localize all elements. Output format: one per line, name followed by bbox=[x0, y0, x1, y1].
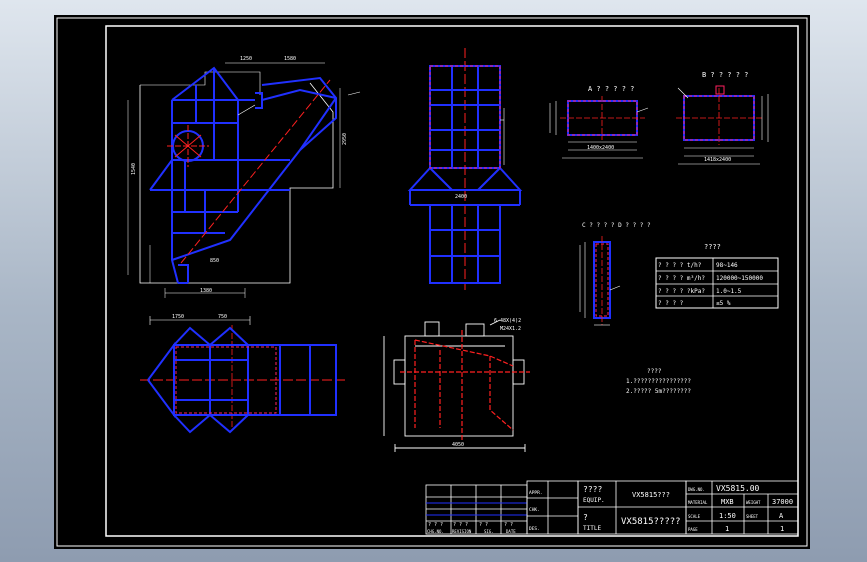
weight-value: 37000 bbox=[772, 498, 793, 506]
outer-border bbox=[56, 17, 808, 547]
view-a: A ? ? ? ? ? 1400x2400 bbox=[549, 85, 649, 159]
spec-table-title: ???? bbox=[704, 243, 721, 251]
side-dim-1: 2400 bbox=[455, 194, 467, 200]
page-number: 1 bbox=[780, 525, 784, 533]
detail-label-1: 6-48X(4)2 bbox=[494, 318, 521, 324]
front-dim-6: 850 bbox=[210, 258, 219, 264]
title-cn: ? bbox=[583, 513, 588, 522]
weight-label: WEIGHT bbox=[746, 500, 761, 505]
spec-row-2-key: ? ? ? ? m³/h? bbox=[658, 275, 705, 282]
view-c: C ? ? ? ? D ? ? ? ? bbox=[579, 222, 651, 326]
notes-heading: ???? bbox=[647, 368, 662, 375]
spec-row-3-key: ? ? ? ? ?kPa? bbox=[658, 288, 705, 295]
view-b-dim: 1418x2400 bbox=[704, 157, 731, 163]
front-view: 1250 1580 1540 2950 1380 850 bbox=[127, 56, 361, 298]
view-b: B ? ? ? ? ? 1418x2400 bbox=[676, 71, 769, 165]
role-label-1: APPR. bbox=[529, 490, 543, 496]
dwg-no-label: DWG.NO. bbox=[688, 487, 705, 492]
rev-label-en-4: DATE bbox=[506, 529, 516, 534]
view-a-dim: 1400x2400 bbox=[587, 145, 614, 151]
equip-name: VX5815??? bbox=[632, 491, 670, 499]
plan-dim-1: 1750 bbox=[172, 314, 184, 320]
view-c-label: C ? ? ? ? D ? ? ? ? bbox=[582, 222, 651, 229]
plan-dim-2: 750 bbox=[218, 314, 227, 320]
front-dim-3: 1540 bbox=[131, 163, 137, 175]
equip-en: EQUIP. bbox=[583, 497, 605, 504]
rev-label-en-2: REVISION bbox=[452, 529, 472, 534]
spec-row-1-value: 98~146 bbox=[716, 262, 738, 269]
side-view: 2400 bbox=[407, 48, 523, 290]
front-dim-1: 1250 bbox=[240, 56, 252, 62]
view-a-label: A ? ? ? ? ? bbox=[588, 85, 634, 93]
inner-border bbox=[105, 25, 799, 537]
rev-label-3: ? ? bbox=[479, 522, 488, 528]
spec-row-4-key: ? ? ? ? bbox=[658, 300, 684, 307]
spec-row-3-value: 1.0~1.5 bbox=[716, 288, 742, 295]
drawing-number: VX5815.00 bbox=[716, 484, 760, 493]
rev-label-en-1: CHG.NO. bbox=[427, 529, 444, 534]
front-dim-4: 2950 bbox=[342, 133, 348, 145]
scale-label: SCALE bbox=[688, 514, 701, 519]
sheet-size: A bbox=[779, 512, 784, 520]
scale-value: 1:50 bbox=[719, 512, 736, 520]
front-dim-2: 1580 bbox=[284, 56, 296, 62]
material-label: MATERIAL bbox=[688, 500, 708, 505]
notes: ???? 1.???????????????? 2.????? 5m??????… bbox=[626, 368, 691, 395]
rev-label-4: ? ? bbox=[504, 522, 513, 528]
page-label: PAGE bbox=[688, 527, 698, 532]
spec-row-2-value: 120000~150000 bbox=[716, 275, 763, 282]
notes-line-1: 1.???????????????? bbox=[626, 378, 691, 385]
title-block: ? ? ? ? ? ? ? ? ? ? CHG.NO. REVISION SIG… bbox=[425, 480, 799, 535]
sheet-label: SHEET bbox=[746, 514, 759, 519]
role-label-2: CHK. bbox=[529, 507, 540, 513]
page-total: 1 bbox=[725, 525, 729, 533]
view-b-label: B ? ? ? ? ? bbox=[702, 71, 748, 79]
equip-cn: ???? bbox=[583, 485, 602, 494]
rev-label-en-3: SIG. bbox=[484, 529, 494, 534]
detail-label-2: M24X1.2 bbox=[500, 326, 521, 332]
detail-view: 6-48X(4)2 M24X1.2 4050 bbox=[383, 318, 530, 452]
detail-label-3: 4050 bbox=[452, 442, 464, 448]
spec-table: ???? ? ? ? ? t/h? 98~146 ? ? ? ? m³/h? 1… bbox=[655, 243, 779, 309]
title-name: VX5815????? bbox=[621, 517, 681, 527]
rev-label-2: ? ? ? bbox=[453, 522, 468, 528]
notes-line-2: 2.????? 5m???????? bbox=[626, 388, 691, 395]
spec-row-1-key: ? ? ? ? t/h? bbox=[658, 262, 702, 269]
title-en: TITLE bbox=[583, 525, 601, 532]
role-label-3: DES. bbox=[529, 526, 540, 532]
front-dim-5: 1380 bbox=[200, 288, 212, 294]
material-value: MXB bbox=[721, 498, 734, 506]
spec-row-4-value: ≤5 % bbox=[716, 300, 731, 307]
rev-label-1: ? ? ? bbox=[428, 522, 443, 528]
plan-view: 1750 750 bbox=[140, 314, 345, 434]
